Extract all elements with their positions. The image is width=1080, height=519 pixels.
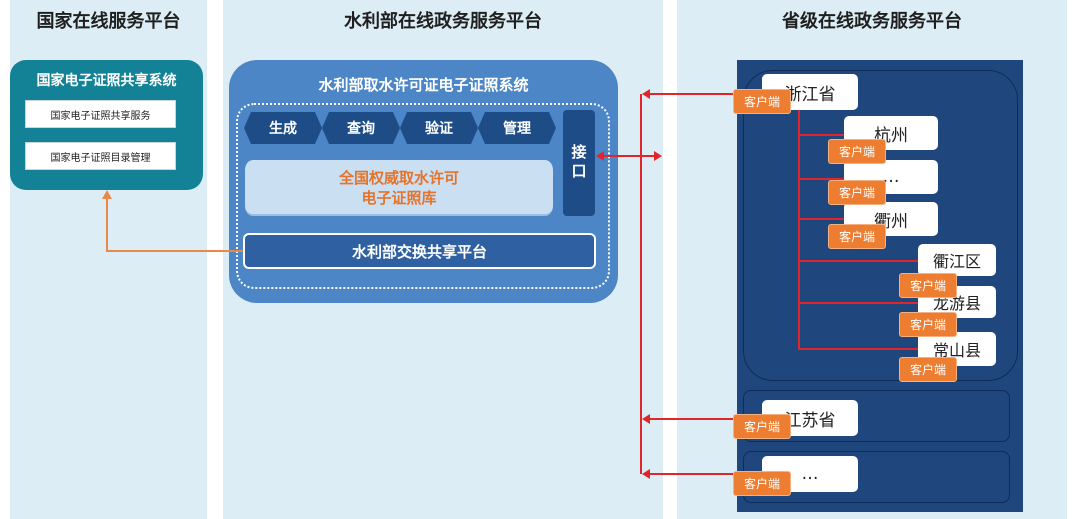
zhejiang-branch [650, 93, 736, 95]
function-generate: 生成 [244, 112, 322, 144]
function-manage: 管理 [478, 112, 556, 144]
national-arrow-head [102, 190, 112, 199]
license-database [245, 160, 553, 216]
jiangsu-arrow [642, 414, 650, 424]
qujiang-district: 衢江区 [918, 244, 996, 276]
exchange-sharing-platform: 水利部交换共享平台 [243, 233, 596, 269]
interface-link-line [603, 155, 654, 157]
national-system-title: 国家电子证照共享系统 [36, 73, 177, 89]
tree-branch-qujiang [798, 260, 920, 262]
other-province-arrow [642, 469, 650, 479]
client-jiangsu: 客户端 [733, 414, 791, 439]
function-query: 查询 [322, 112, 400, 144]
provincial-trunk-line [640, 94, 642, 474]
interface-arrow-left [596, 151, 604, 161]
client-hangzhou: 客户端 [828, 139, 886, 164]
license-database-label: 全国权威取水许可 电子证照库 [245, 168, 553, 208]
zhejiang-group [743, 70, 1018, 381]
tree-branch-changshan [798, 348, 920, 350]
tree-branch-longyou [798, 302, 920, 304]
client-other-province: 客户端 [733, 471, 791, 496]
provincial-platform-title: 省级在线政务服务平台 [782, 11, 962, 32]
exchange-to-national-connector-vertical [106, 198, 108, 252]
zhejiang-arrow [642, 89, 650, 99]
national-catalog-management: 国家电子证照目录管理 [25, 142, 176, 170]
client-quzhou: 客户端 [828, 224, 886, 249]
database-line-2: 电子证照库 [361, 189, 437, 207]
tree-branch-ellipsis [798, 178, 844, 180]
interface-block: 接口 [563, 110, 595, 216]
client-zhejiang: 客户端 [733, 89, 791, 114]
function-verify: 验证 [400, 112, 478, 144]
ministry-system-title: 水利部取水许可证电子证照系统 [318, 76, 529, 94]
jiangsu-branch [650, 418, 736, 420]
interface-arrow-right [654, 151, 662, 161]
client-longyou: 客户端 [899, 312, 957, 337]
zhejiang-tree-trunk [798, 108, 800, 350]
client-ellipsis-city: 客户端 [828, 180, 886, 205]
national-sharing-service: 国家电子证照共享服务 [25, 100, 176, 128]
tree-branch-quzhou [798, 218, 844, 220]
ministry-inner-frame [236, 103, 610, 289]
client-changshan: 客户端 [899, 357, 957, 382]
other-province-branch [650, 473, 736, 475]
national-platform-title: 国家在线服务平台 [36, 11, 181, 32]
database-line-1: 全国权威取水许可 [338, 169, 459, 187]
tree-branch-hangzhou [798, 134, 844, 136]
ministry-platform-title: 水利部在线政务服务平台 [344, 11, 542, 32]
exchange-to-national-connector [106, 250, 243, 252]
client-qujiang: 客户端 [899, 273, 957, 298]
